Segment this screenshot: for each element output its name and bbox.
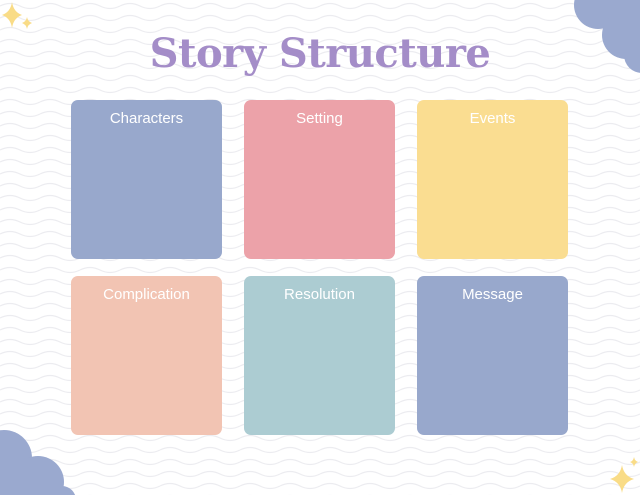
card-characters[interactable]: Characters bbox=[71, 100, 222, 259]
card-label: Events bbox=[469, 110, 516, 127]
cloud-icon bbox=[0, 430, 75, 495]
card-label: Complication bbox=[103, 286, 190, 303]
card-setting[interactable]: Setting bbox=[244, 100, 395, 259]
card-label: Message bbox=[462, 286, 523, 303]
card-events[interactable]: Events bbox=[417, 100, 568, 259]
card-resolution[interactable]: Resolution bbox=[244, 276, 395, 435]
sparkle-icon bbox=[610, 457, 638, 493]
card-complication[interactable]: Complication bbox=[71, 276, 222, 435]
card-label: Characters bbox=[109, 110, 184, 127]
sparkle-icon bbox=[2, 2, 32, 29]
card-label: Setting bbox=[296, 110, 343, 127]
cloud-icon bbox=[574, 0, 640, 73]
card-label: Resolution bbox=[284, 286, 355, 303]
page-title: Story Structure bbox=[149, 30, 491, 77]
card-message[interactable]: Message bbox=[417, 276, 568, 435]
